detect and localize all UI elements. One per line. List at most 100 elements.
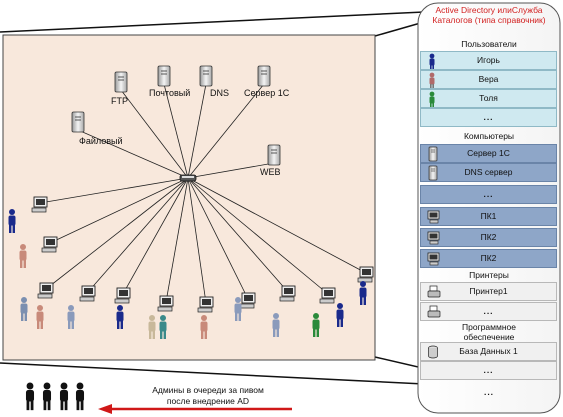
user-name: Толя [479, 93, 498, 103]
pc-icon [319, 287, 336, 304]
panel-bottom-more: ... [483, 387, 495, 397]
server-label-mail: Почтовый [149, 88, 191, 98]
network-links [39, 83, 367, 304]
server-label-web: WEB [260, 167, 281, 177]
pc-icon [279, 285, 296, 302]
person-icon [312, 313, 320, 337]
person-icon [336, 303, 344, 327]
admin-figure [42, 382, 52, 411]
pc-name: ПК2 [480, 232, 497, 242]
pc-icon [114, 287, 131, 304]
queue-note: Админы в очереди за пивом после внедрени… [118, 385, 298, 407]
server-icon [428, 146, 438, 162]
user-name: Вера [478, 74, 499, 84]
server-label-dns: DNS [210, 88, 230, 98]
server-name: DNS сервер [464, 167, 513, 177]
pc-name: ПК2 [480, 253, 497, 263]
person-icon [67, 305, 75, 329]
server-label-1c: Сервер 1С [244, 88, 290, 98]
admin-figure [59, 382, 69, 411]
server-icon [157, 65, 171, 87]
ad-title-line2: Каталогов (типа справочник) [432, 15, 546, 25]
admin-figure [75, 382, 85, 411]
user-icon [429, 53, 435, 69]
computers-section-header: Компьютеры [463, 131, 515, 141]
server-icon [257, 65, 271, 87]
printer-icon [427, 285, 441, 298]
software-section-header: Программное обеспечение [420, 322, 558, 342]
pc-icon [41, 236, 58, 253]
pc-icon [37, 282, 54, 299]
server-label-ftp: FTP [111, 96, 128, 106]
servers-more-row[interactable]: ... [420, 185, 557, 204]
server-name: Сервер 1С [467, 148, 510, 158]
person-icon [159, 315, 167, 339]
network-switch [179, 174, 197, 182]
users-section-header: Пользователи [461, 39, 517, 49]
printers-section-header: Принтеры [469, 270, 509, 280]
ad-panel-title: Active Directory илиСлужба Каталогов (ти… [420, 5, 558, 25]
queue-note-line2: после внедрение AD [166, 396, 250, 406]
software-header-line2: обеспечение [463, 332, 515, 342]
user-row[interactable]: Вера [420, 70, 557, 89]
server-icon [428, 165, 438, 181]
software-row[interactable]: База Данных 1 [420, 342, 557, 361]
user-icon [429, 72, 435, 88]
person-icon [19, 244, 27, 268]
user-icon [429, 91, 435, 107]
software-more-row[interactable]: ... [420, 361, 557, 380]
person-icon [234, 297, 242, 321]
pc-icon [79, 285, 96, 302]
printers-more: ... [483, 306, 494, 316]
person-icon [116, 305, 124, 329]
ad-title-line1: Active Directory илиСлужба [435, 5, 543, 15]
user-row[interactable]: Толя [420, 89, 557, 108]
person-icon [359, 281, 367, 305]
users-more-row[interactable]: ... [420, 108, 557, 127]
person-icon [272, 313, 280, 337]
pc-row[interactable]: ПК1 [420, 207, 557, 226]
pc-icon [427, 231, 440, 245]
printers-more-row[interactable]: ... [420, 302, 557, 321]
software-name: База Данных 1 [459, 346, 518, 356]
admin-figure [25, 382, 35, 411]
pc-row[interactable]: ПК2 [420, 228, 557, 247]
database-icon [428, 345, 438, 359]
person-icon [148, 315, 156, 339]
connector-line-bottom [0, 362, 425, 385]
pc-icon [31, 196, 48, 213]
person-icon [20, 297, 28, 321]
pc-icon [157, 295, 174, 312]
pc-name: ПК1 [480, 211, 497, 221]
server-row[interactable]: DNS сервер [420, 163, 557, 182]
connector-line-top [0, 11, 425, 33]
pc-icon [197, 296, 214, 313]
printer-name: Принтер1 [469, 286, 508, 296]
pc-icon [357, 266, 374, 283]
server-icon [71, 111, 85, 133]
server-icon [199, 65, 213, 87]
pc-icon [239, 292, 256, 309]
network-area [2, 34, 376, 361]
person-icon [8, 209, 16, 233]
software-header-line1: Программное [462, 322, 516, 332]
server-icon [114, 71, 128, 93]
network-devices [8, 65, 374, 339]
server-row[interactable]: Сервер 1С [420, 144, 557, 163]
user-name: Игорь [477, 55, 500, 65]
users-more: ... [483, 112, 494, 122]
pc-icon [427, 210, 440, 224]
person-icon [36, 305, 44, 329]
pc-icon [427, 252, 440, 266]
server-label-file: Файловый [79, 136, 123, 146]
printer-icon [427, 305, 441, 318]
person-icon [200, 315, 208, 339]
admin-queue-figures [25, 382, 85, 411]
printer-row[interactable]: Принтер1 [420, 282, 557, 301]
user-row[interactable]: Игорь [420, 51, 557, 70]
connector-line-top-inner [374, 21, 425, 37]
pc-row[interactable]: ПК2 [420, 249, 557, 268]
servers-more: ... [483, 189, 494, 199]
software-more: ... [483, 365, 494, 375]
server-icon [267, 144, 281, 166]
